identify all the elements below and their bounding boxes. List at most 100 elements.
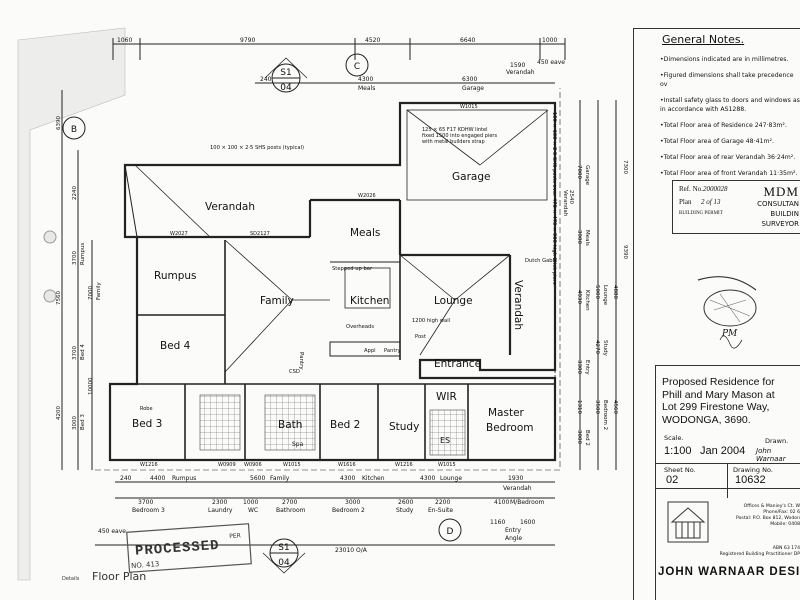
- building-permit-stamp: Ref. No. 2000028 Plan 2 of 13 BUILDING P…: [672, 180, 800, 234]
- vdim: Verandah: [562, 190, 568, 217]
- vdim: 3000: [576, 430, 582, 444]
- vdim: Family: [96, 282, 102, 300]
- room-pantry: Pantry: [298, 352, 304, 370]
- window-tag: W1216: [140, 462, 158, 468]
- dim-extra-1: 1160: [490, 519, 505, 526]
- dim-top2-1: 4300: [358, 76, 373, 83]
- room-bedroom: Bedroom: [486, 422, 534, 434]
- window-tag: W1216: [395, 462, 413, 468]
- window-tag: W2026: [358, 193, 376, 199]
- room-robe: Robe: [140, 406, 153, 412]
- dim-room-7: Bathroom: [276, 507, 306, 514]
- vdim: Meals: [584, 230, 590, 246]
- vdim: 7000: [576, 165, 582, 179]
- drawing-value: 10632: [735, 474, 766, 486]
- plan-of: 2 of 13: [701, 198, 721, 206]
- note-post: Post: [415, 334, 426, 340]
- dim-top2-5: 1590: [510, 62, 525, 69]
- room-master: Master: [488, 407, 525, 419]
- vdim: Rumpus: [80, 243, 86, 265]
- vdim: 7300: [622, 160, 628, 174]
- dim-top2-4: Garage: [462, 85, 484, 92]
- dim-room-11: Study: [396, 507, 414, 514]
- general-notes: General Notes. Dimensions indicated are …: [640, 30, 800, 186]
- note-item: Total Floor area of rear Verandah 36·24m…: [660, 154, 800, 163]
- dim-bot-7: 4300: [420, 475, 435, 482]
- note-lintel: 125 × 65 F17 KDHW lintel fixed 1500 into…: [422, 127, 498, 145]
- vdim: 6390: [56, 116, 62, 130]
- notes-list: Dimensions indicated are in millimetres.…: [640, 56, 800, 179]
- dim-room-9: Bedroom 2: [332, 507, 365, 514]
- vdim: 7560: [56, 291, 62, 305]
- consultant-brand: MDM: [763, 184, 799, 199]
- title-line: Phill and Mary Mason at: [662, 388, 775, 401]
- dim-room-12: 2200: [435, 499, 450, 506]
- room-meals: Meals: [350, 227, 380, 239]
- window-tag: W1015: [438, 462, 456, 468]
- room-family: Family: [260, 295, 294, 307]
- dim-bot-0: 240: [120, 475, 132, 482]
- drawn-value: John Warnaar: [756, 447, 786, 463]
- section-marker-top: [264, 57, 308, 93]
- title-divider-v: [727, 463, 728, 498]
- note-item: Figured dimensions shall take precedence…: [660, 72, 800, 90]
- vdim: Lounge: [602, 285, 608, 306]
- note-high-wall: 1200 high wall: [412, 318, 450, 324]
- vdim: 1310: [576, 400, 582, 414]
- grid-mark-c: [345, 53, 369, 77]
- dim-extra-3: Entry: [505, 527, 521, 534]
- note-shs-piers: 100 × 100 × 2·5 SHS posts over 470 × 470…: [551, 112, 557, 285]
- dim-extra-0: 450 eave: [98, 528, 126, 535]
- room-kitchen: Kitchen: [350, 295, 389, 307]
- dim-top2-2: Meals: [358, 85, 375, 92]
- grid-label-c: C: [354, 62, 360, 72]
- dim-top2-3: 6300: [462, 76, 477, 83]
- window-tag: W1616: [338, 462, 356, 468]
- dim-bot-4: Family: [270, 475, 290, 482]
- dim-room-1: Bedroom 3: [132, 507, 165, 514]
- window-tag: W0909: [218, 462, 236, 468]
- vdim: Bed 3: [80, 414, 86, 430]
- vdim: 2240: [72, 186, 78, 200]
- vdim: 3000: [72, 416, 78, 430]
- sheet-border: [633, 28, 634, 600]
- window-tag: W0906: [244, 462, 262, 468]
- note-shs-posts: 100 × 100 × 2·5 SHS posts (typical): [210, 145, 304, 151]
- grid-mark-d: [438, 518, 462, 542]
- consultant-sub1: CONSULTAN: [757, 200, 799, 208]
- note-overheads: Overheads: [346, 324, 374, 330]
- vdim: Bed 4: [80, 344, 86, 360]
- firm-postal: Postal: P.O. Box 812, Wodon: [736, 515, 800, 521]
- dim-bot-5: 4300: [340, 475, 355, 482]
- note-appl: Appl: [364, 348, 376, 354]
- vdim: 2540: [568, 190, 574, 204]
- vdim: 4200: [56, 406, 62, 420]
- note-dutch-gable: Dutch Gable: [525, 258, 557, 264]
- outer-wall: [108, 101, 557, 462]
- dim-extra-4: Angle: [505, 535, 522, 542]
- scale-value: 1:100: [664, 445, 692, 457]
- section-num-top: 04: [280, 83, 292, 93]
- note-pantry-small: Pantry: [384, 348, 401, 354]
- vdim: 3700: [72, 251, 78, 265]
- dim-extra-5: 23010 O/A: [335, 547, 368, 554]
- sheet-label: Sheet No.: [664, 466, 696, 474]
- drawing-label: Drawing No.: [733, 466, 773, 474]
- dim-top-1: 9790: [240, 37, 255, 44]
- sheet-value: 02: [666, 474, 679, 486]
- dim-top2-0: 240: [260, 76, 272, 83]
- section-num-bottom: 04: [278, 558, 290, 568]
- consultant-sub2: BUILDIN: [770, 210, 799, 218]
- dim-bot-2: Rumpus: [172, 475, 196, 482]
- room-verandah-top: Verandah: [205, 201, 255, 213]
- room-spa: Spa: [292, 441, 304, 448]
- section-id-bottom: S1: [278, 543, 289, 553]
- firm-office: Offices & Maniey's Ct. W: [743, 504, 800, 509]
- vdim: Kitchen: [584, 290, 590, 311]
- vdim: Bedroom 2: [602, 400, 608, 430]
- note-stepped-bar: Stepped up bar: [332, 266, 373, 272]
- title-block: Proposed Residence for Phill and Mary Ma…: [662, 376, 800, 426]
- ref-number: 2000028: [703, 185, 728, 193]
- note-item: Total Floor area of front Verandah 11·35…: [660, 170, 800, 179]
